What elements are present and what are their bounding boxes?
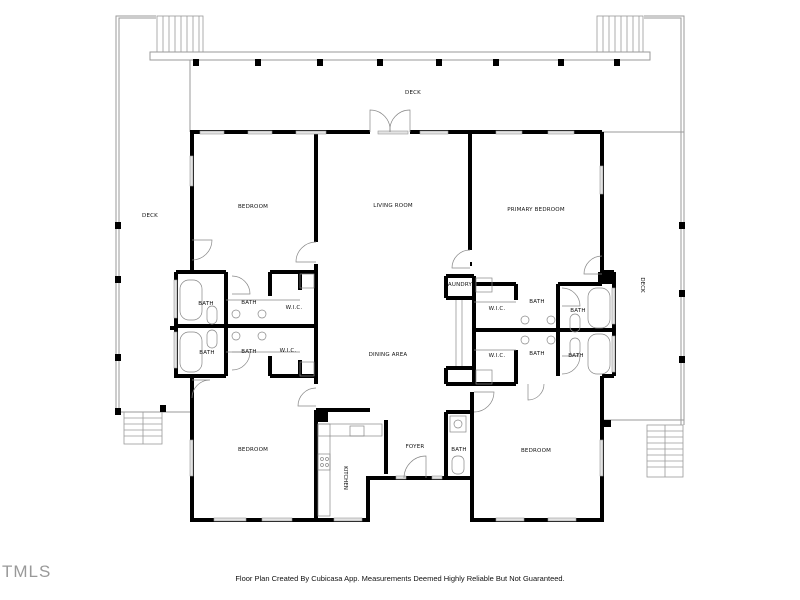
- room-label-bath-l3: BATH: [199, 350, 215, 356]
- deck-posts: [115, 59, 685, 427]
- room-label-bath-r1: BATH: [529, 299, 545, 305]
- room-label-deck-right: DECK: [639, 277, 645, 293]
- wall-blocks: [170, 272, 614, 422]
- room-label-bath-r3: BATH: [529, 351, 545, 357]
- room-label-wic-r1: W.I.C.: [488, 306, 506, 312]
- room-label-wic-l1: W.I.C.: [285, 305, 303, 311]
- walls: [174, 130, 616, 522]
- room-label-bath-l4: BATH: [241, 349, 257, 355]
- room-label-living-room: LIVING ROOM: [373, 203, 413, 209]
- room-label-deck-left: DECK: [142, 213, 158, 219]
- stairs: [123, 15, 684, 478]
- brand-watermark: TMLS: [2, 562, 52, 581]
- room-label-bath-r2: BATH: [570, 308, 586, 314]
- room-label-foyer: FOYER: [405, 444, 425, 450]
- room-label-bath-l1: BATH: [198, 301, 214, 307]
- room-label-primary-bedroom: PRIMARY BEDROOM: [507, 207, 565, 213]
- room-label-bedroom-sw: BEDROOM: [237, 447, 269, 453]
- room-label-kitchen: KITCHEN: [342, 466, 348, 490]
- deck-outlines: [115, 15, 685, 425]
- room-label-bath-foyer: BATH: [451, 447, 467, 453]
- doors: [191, 109, 603, 479]
- room-label-laundry: AUNDRY: [447, 282, 473, 288]
- room-label-bedroom-nw: BEDROOM: [237, 204, 269, 210]
- room-label-wic-l2: W.I.C.: [279, 348, 297, 354]
- room-label-bath-l2: BATH: [241, 300, 257, 306]
- room-label-bath-r4: BATH: [568, 353, 584, 359]
- windows: [173, 130, 616, 522]
- room-label-wic-r2: W.I.C.: [488, 353, 506, 359]
- fixtures: [179, 273, 611, 517]
- room-label-dining-area: DINING AREA: [368, 352, 408, 358]
- room-label-deck-top: DECK: [405, 90, 421, 96]
- room-label-bedroom-se: BEDROOM: [520, 448, 552, 454]
- disclaimer-text: Floor Plan Created By Cubicasa App. Meas…: [235, 574, 565, 583]
